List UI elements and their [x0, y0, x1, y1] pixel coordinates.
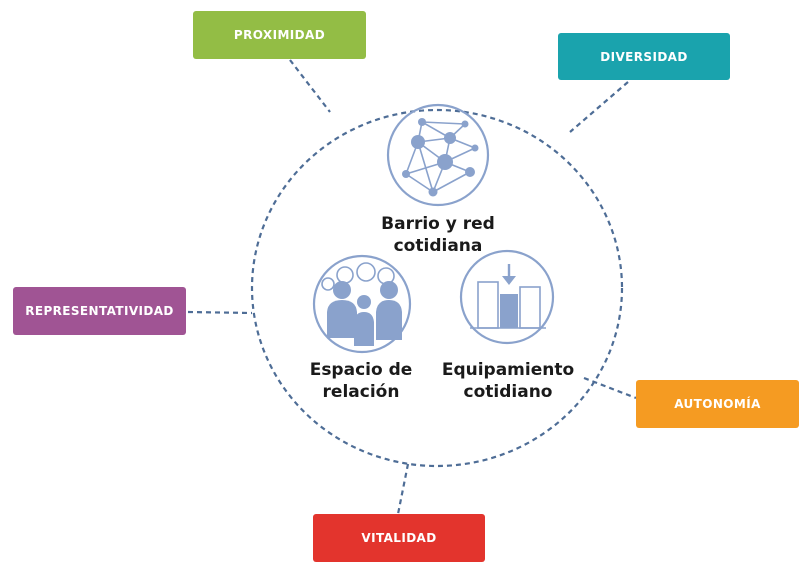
label-espacio-line2: relación	[322, 382, 400, 402]
connector-vitalidad	[396, 463, 410, 515]
central-ring	[250, 108, 624, 468]
tag-vitalidad: VITALIDAD	[313, 514, 485, 562]
connector-proximidad	[289, 59, 331, 113]
label-equipamiento-line1: Equipamiento	[441, 360, 575, 380]
label-equipamiento-line2: cotidiano	[463, 382, 553, 402]
label-equipamiento-cotidiano: Equipamiento cotidiano	[438, 359, 578, 403]
label-barrio-red-cotidiana: Barrio y red cotidiana	[358, 213, 518, 257]
tag-proximidad: PROXIMIDAD	[193, 11, 366, 59]
connector-autonomia	[583, 376, 637, 400]
tag-representatividad: REPRESENTATIVIDAD	[13, 287, 186, 335]
connector-representatividad	[187, 310, 253, 315]
tag-diversidad: DIVERSIDAD	[558, 33, 730, 80]
label-espacio-relacion: Espacio de relación	[296, 359, 426, 403]
label-espacio-line1: Espacio de	[309, 360, 413, 380]
label-barrio-line1: Barrio y red	[381, 214, 495, 234]
label-barrio-line2: cotidiana	[393, 236, 483, 256]
tag-autonomia: AUTONOMÍA	[636, 380, 799, 428]
network-icon	[386, 103, 490, 207]
people-icon	[312, 254, 412, 354]
connector-diversidad	[569, 81, 629, 133]
buildings-icon	[459, 249, 555, 345]
